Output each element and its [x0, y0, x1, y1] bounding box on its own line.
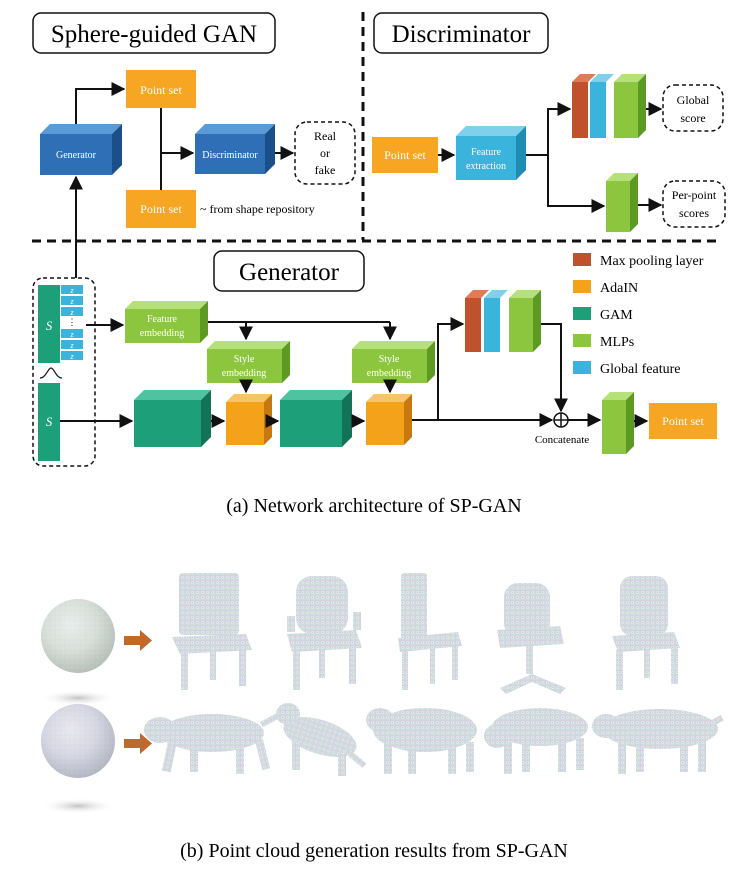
- legend: Max pooling layer AdaIN GAM MLPs Global …: [573, 253, 704, 377]
- gam-block-1: [134, 390, 211, 447]
- style-embedding-block-2: Style embedding: [352, 341, 435, 383]
- chair-point-cloud-1: [172, 573, 252, 690]
- animal-point-cloud-1: [144, 710, 285, 774]
- chair-point-cloud-5: [612, 576, 680, 690]
- input-group-frame: [32, 277, 96, 467]
- feature-embedding-block: Feature embedding: [125, 301, 208, 343]
- svg-text:Generator: Generator: [56, 150, 97, 161]
- legend-item-gam: GAM: [573, 307, 633, 323]
- arrow-icon-row-1: [124, 630, 152, 651]
- global-feature-stack: [465, 290, 541, 352]
- animal-point-cloud-3: [366, 708, 477, 774]
- svg-text:Point set: Point set: [662, 414, 704, 428]
- caption-a: (a) Network architecture of SP-GAN: [226, 495, 521, 517]
- svg-text:fake: fake: [315, 163, 336, 177]
- animal-point-cloud-5: [592, 709, 724, 774]
- tl-connectors: [75, 82, 295, 190]
- svg-text:AdaIN: AdaIN: [600, 281, 638, 296]
- svg-text:Point set: Point set: [384, 148, 426, 162]
- svg-text:z: z: [69, 352, 74, 361]
- adain-block-2: [366, 394, 412, 445]
- svg-text:Sphere-guided GAN: Sphere-guided GAN: [51, 21, 257, 48]
- tr-feature-extraction: Feature extraction: [456, 126, 526, 180]
- legend-item-mlps: MLPs: [573, 334, 634, 350]
- svg-text:or: or: [320, 146, 330, 160]
- svg-text:z: z: [69, 286, 74, 295]
- tl-repo-note: ~ from shape repository: [200, 202, 315, 216]
- tr-global-branch-stack: [572, 74, 646, 138]
- tr-per-point-mlp: [606, 173, 638, 232]
- svg-text:z: z: [69, 330, 74, 339]
- chair-point-cloud-2: [287, 576, 362, 690]
- svg-text:Style: Style: [379, 354, 400, 365]
- svg-text:Real: Real: [314, 129, 337, 143]
- svg-text:Feature: Feature: [471, 147, 502, 158]
- chair-point-cloud-3: [398, 573, 462, 690]
- tl-point-set-real: Point set: [126, 190, 196, 228]
- input-s-z-column: S z z z ⋮ z z z: [38, 285, 83, 363]
- svg-text:embedding: embedding: [367, 368, 411, 379]
- tl-point-set-generated: Point set: [126, 70, 196, 108]
- svg-text:Point set: Point set: [140, 202, 182, 216]
- gam-block-2: [280, 390, 352, 447]
- concatenate-node: [553, 412, 569, 428]
- section-title-generator: Generator: [213, 250, 365, 292]
- svg-text:embedding: embedding: [222, 368, 266, 379]
- svg-text:S: S: [46, 414, 53, 429]
- svg-text:z: z: [69, 308, 74, 317]
- svg-text:embedding: embedding: [140, 328, 184, 339]
- tr-connectors: [438, 102, 663, 213]
- svg-text:⋮: ⋮: [68, 317, 77, 327]
- gaussian-icon: [39, 367, 63, 379]
- z-noise-stack: z z z ⋮ z z z: [61, 285, 83, 361]
- adain-block-1: [226, 394, 272, 445]
- tr-global-score: Global score: [662, 84, 724, 132]
- svg-text:score: score: [680, 111, 705, 125]
- svg-text:Discriminator: Discriminator: [202, 150, 258, 161]
- svg-text:Per-point: Per-point: [672, 188, 717, 202]
- svg-text:GAM: GAM: [600, 308, 633, 323]
- svg-text:Point set: Point set: [140, 83, 182, 97]
- svg-text:S: S: [46, 318, 53, 333]
- style-embedding-block-1: Style embedding: [207, 341, 290, 383]
- concatenate-label: Concatenate: [535, 434, 589, 446]
- section-title-discriminator: Discriminator: [373, 12, 549, 54]
- tl-generator-block: Generator: [40, 124, 122, 175]
- sphere-input-row-2: [40, 704, 116, 814]
- output-point-set: Point set: [649, 403, 717, 439]
- legend-item-global-feature: Global feature: [573, 361, 680, 377]
- tl-real-or-fake: Real or fake: [294, 121, 356, 185]
- sphere-input-row-1: [40, 599, 116, 706]
- tl-discriminator-block: Discriminator: [195, 124, 275, 174]
- chair-point-cloud-4: [497, 583, 566, 694]
- svg-text:Style: Style: [234, 354, 255, 365]
- animal-point-cloud-4: [484, 708, 588, 774]
- final-mlp-block: [602, 392, 634, 454]
- svg-text:scores: scores: [679, 206, 709, 220]
- animal-point-cloud-2: [276, 703, 367, 776]
- svg-text:Generator: Generator: [239, 259, 340, 286]
- caption-b: (b) Point cloud generation results from …: [180, 840, 568, 862]
- section-title-sphere-guided-gan: Sphere-guided GAN: [32, 12, 276, 54]
- svg-text:Discriminator: Discriminator: [392, 21, 532, 48]
- arrow-icon-row-2: [124, 733, 152, 754]
- tr-per-point-scores: Per-point scores: [662, 180, 726, 228]
- legend-item-max-pooling: Max pooling layer: [573, 253, 704, 269]
- svg-text:z: z: [69, 341, 74, 350]
- legend-item-adain: AdaIN: [573, 280, 638, 296]
- svg-text:Max pooling layer: Max pooling layer: [600, 254, 704, 269]
- svg-text:extraction: extraction: [466, 161, 506, 172]
- tr-point-set: Point set: [372, 137, 438, 173]
- svg-text:MLPs: MLPs: [600, 335, 634, 350]
- svg-text:Feature: Feature: [147, 314, 178, 325]
- svg-text:Global: Global: [677, 93, 710, 107]
- svg-text:Global feature: Global feature: [600, 362, 680, 377]
- svg-text:z: z: [69, 297, 74, 306]
- input-s-column: S: [38, 383, 60, 461]
- generator-connectors: [60, 175, 649, 428]
